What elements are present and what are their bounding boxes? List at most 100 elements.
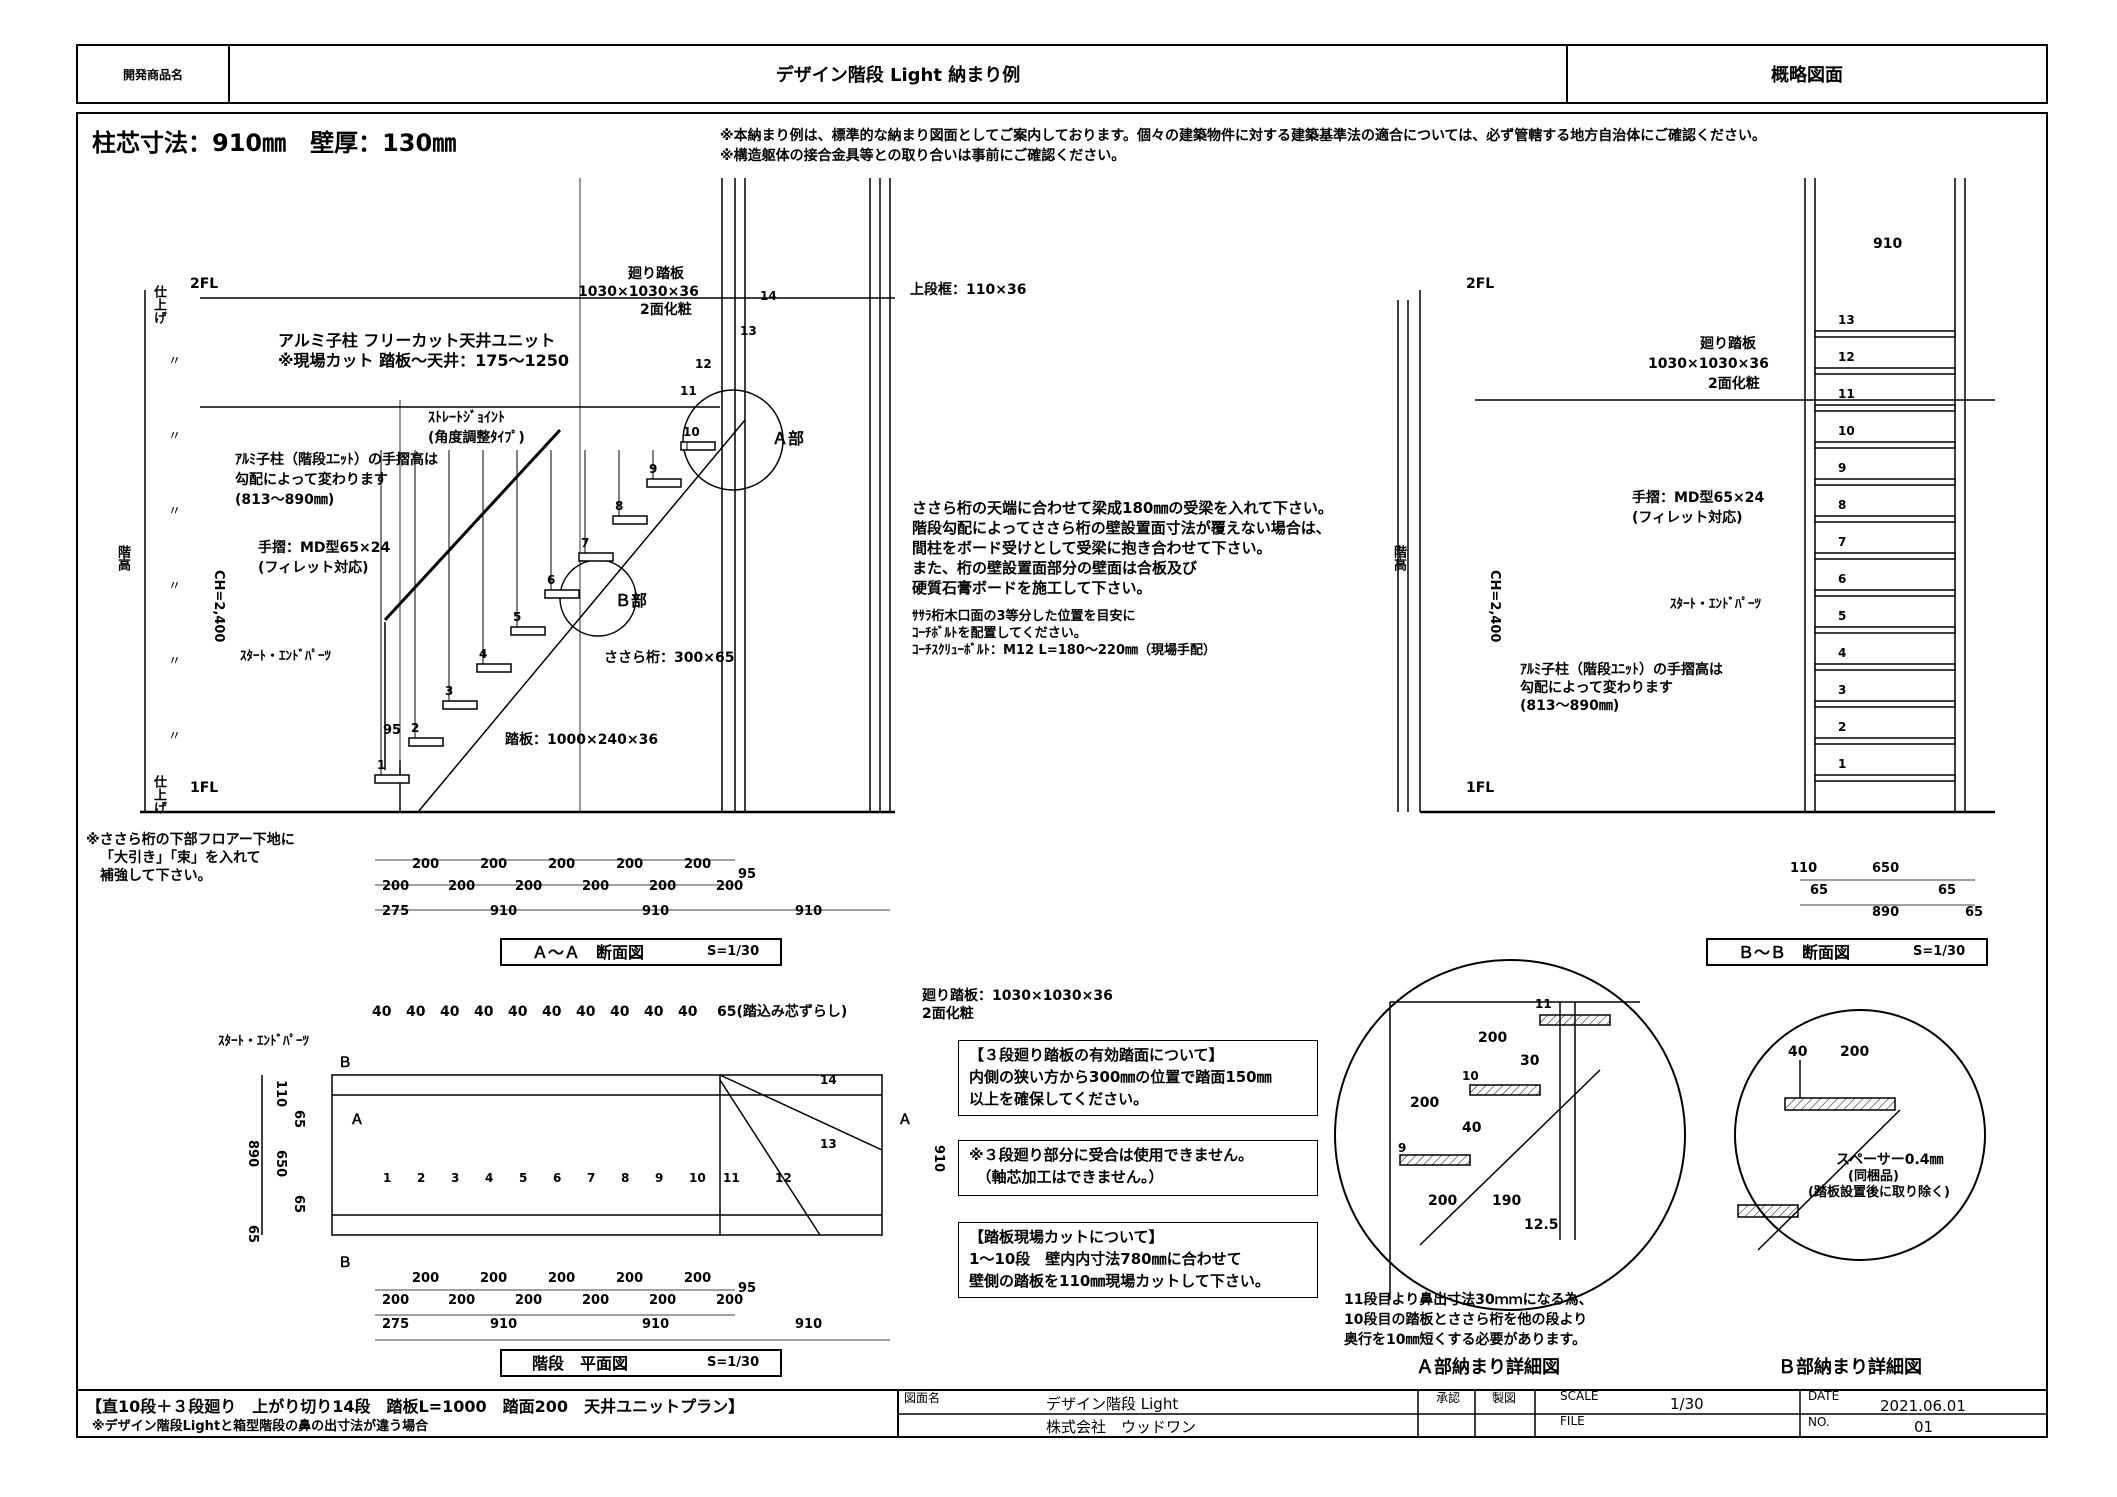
plan-winder-finish: 2面化粧: [922, 1006, 974, 1022]
plan-title-box: 階段 平面図 S=1/30: [500, 1349, 782, 1377]
aa-dim-r3-2: 910: [490, 904, 518, 919]
notice-1: ※本納まり例は、標準的な納まり図面としてご案内しております。個々の建築物件に対す…: [720, 128, 1766, 144]
plan-a-right: Ａ: [898, 1112, 912, 1128]
bb-start-end: ｽﾀｰﾄ・ｴﾝﾄﾞﾊﾟｰﾂ: [1670, 597, 1762, 612]
aa-dim-r1-1: 200: [412, 857, 440, 872]
bb-step-number: 6: [1838, 572, 1847, 586]
plan-top-dim: 40: [542, 1004, 562, 1020]
aa-baluster-note: ※現場カット 踏板～天井：175～1250: [278, 351, 570, 370]
info-2-line-1: ※３段廻り部分に受合は使用できません。: [969, 1146, 1254, 1164]
plan-side-65c: 65: [244, 1225, 260, 1244]
det-b-spacer-3: (踏板設置後に取り除く): [1808, 1185, 1950, 1200]
plan-side-910: 910: [930, 1145, 946, 1173]
plan-top-dim: 40: [610, 1004, 630, 1020]
aa-dim-r1-3: 200: [548, 857, 576, 872]
aa-title: Ａ～Ａ 断面図: [532, 943, 645, 962]
beam-note-2: 階段勾配によってささら桁の壁設置面寸法が覆えない場合は、: [912, 519, 1331, 537]
beam-note-1: ささら桁の天端に合わせて梁成180㎜の受梁を入れて下さい。: [912, 499, 1333, 517]
bb-2fl: 2FL: [1466, 276, 1495, 292]
aa-tread: 踏板：1000×240×36: [505, 732, 659, 748]
bb-tread-5: [1814, 626, 1956, 634]
plan-dim-r1-1: 200: [412, 1271, 440, 1286]
aa-mark-1: 〃: [168, 354, 182, 369]
info-1-line-1: 【３段廻り踏板の有効踏面について】: [969, 1046, 1224, 1064]
det-b-spacer-2: (同梱品): [1848, 1169, 1899, 1184]
bolt-note-3: ｺｰﾁｽｸﾘｭｰﾎﾞﾙﾄ：M12 L=180～220㎜（現場手配）: [912, 643, 1217, 658]
footer-date-value: 2021.06.01: [1880, 1397, 1966, 1415]
plan-b-bottom: Ｂ: [338, 1255, 352, 1271]
bb-step-number: 13: [1838, 313, 1855, 327]
plan-step-number: 12: [775, 1171, 792, 1185]
plan-side-890: 890: [244, 1140, 260, 1168]
plan-dim-r2-1: 200: [382, 1293, 410, 1308]
plan-step-number: 5: [519, 1171, 528, 1185]
bb-tread-2: [1814, 737, 1956, 745]
aa-step-number: 3: [445, 684, 454, 698]
aa-tread-3: [442, 700, 478, 710]
info-3-line-2: 1～10段 壁内内寸法780㎜に合わせて: [969, 1249, 1242, 1268]
det-a-note-2: 10段目の踏板とささら桁を他の段より: [1344, 1312, 1588, 1328]
plan-dim-r1-2: 200: [480, 1271, 508, 1286]
info-box-winder-restriction: ※３段廻り部分に受合は使用できません。 （軸芯加工はできません。）: [958, 1140, 1318, 1196]
aa-mark-6: 〃: [168, 729, 182, 744]
plan-step-number: 13: [820, 1137, 837, 1151]
aa-winder-finish: 2面化粧: [640, 302, 692, 318]
plan-scale: S=1/30: [707, 1355, 760, 1370]
plan-top-dim: 40: [372, 1004, 392, 1020]
plan-top-dim: 40: [644, 1004, 664, 1020]
aa-dim-r1-5: 200: [684, 857, 712, 872]
aa-1fl: 1FL: [190, 780, 219, 796]
plan-a-left: Ａ: [350, 1112, 364, 1128]
plan-top-dim: 40: [474, 1004, 494, 1020]
bb-step-number: 8: [1838, 498, 1847, 512]
title-block-header: 開発商品名 デザイン階段 Light 納まり例 概略図面: [76, 44, 2048, 104]
bb-hr-height-2: 勾配によって変わります: [1520, 680, 1673, 696]
aa-mark-5: 〃: [168, 654, 182, 669]
info-1-line-2: 内側の狭い方から300㎜の位置で踏面150㎜: [969, 1067, 1272, 1086]
aa-upper-frame: 上段框：110×36: [910, 282, 1027, 298]
bb-tread-1: [1814, 774, 1956, 782]
aa-dim-r3-1: 275: [382, 904, 410, 919]
plan-step-number: 6: [553, 1171, 562, 1185]
footer-plan-name: 【直10段＋３段廻り 上がり切り14段 踏板L=1000 踏面200 天井ユニッ…: [86, 1397, 745, 1416]
aa-start-end: ｽﾀｰﾄ・ｴﾝﾄﾞﾊﾟｰﾂ: [240, 649, 332, 664]
plan-dim-r1-3: 200: [548, 1271, 576, 1286]
bb-winder-finish: 2面化粧: [1708, 376, 1760, 392]
footer-file-label: FILE: [1560, 1414, 1585, 1428]
aa-finish-bottom: 仕上げ: [150, 775, 166, 814]
footer-approval: 承認: [1436, 1391, 1461, 1405]
aa-underfloor-2: 「大引き」「束」を入れて: [100, 850, 261, 866]
bb-step-number: 3: [1838, 683, 1847, 697]
aa-straight-joint: ｽﾄﾚｰﾄｼﾞｮｲﾝﾄ: [428, 410, 505, 426]
det-a-note-1: 11段目より鼻出寸法30ｍｍになる為、: [1344, 1292, 1593, 1308]
bb-tread-11: [1814, 404, 1956, 412]
plan-top-dim-note: 65(踏込み芯ずらし): [717, 1004, 848, 1020]
plan-step-number: 3: [451, 1171, 460, 1185]
bb-tread-4: [1814, 663, 1956, 671]
aa-underfloor-3: 補強して下さい。: [100, 868, 212, 884]
footer-date-label: DATE: [1808, 1389, 1840, 1403]
aa-tread-10: [680, 441, 716, 451]
det-b-dim-200: 200: [1840, 1044, 1870, 1060]
plan-step-number: 14: [820, 1073, 837, 1087]
bolt-note-1: ｻｻﾗ桁木口面の3等分した位置を目安に: [912, 609, 1136, 624]
bb-step-number: 5: [1838, 609, 1847, 623]
det-a-dim-40: 40: [1462, 1120, 1482, 1136]
drawing-frame: [76, 112, 2048, 1438]
plan-step-number: 4: [485, 1171, 494, 1185]
det-a-title: Ａ部納まり詳細図: [1416, 1357, 1560, 1378]
plan-dim-r1-4: 200: [616, 1271, 644, 1286]
aa-tread-2: [408, 737, 444, 747]
plan-top-dim: 40: [406, 1004, 426, 1020]
aa-handrail-1: 手摺：MD型65×24: [258, 540, 391, 556]
info-box-winder-tread: 【３段廻り踏板の有効踏面について】 内側の狭い方から300㎜の位置で踏面150㎜…: [958, 1040, 1318, 1116]
aa-dim-r2-6: 200: [716, 879, 744, 894]
footer-scale-value: 1/30: [1670, 1395, 1704, 1413]
drawing-title: デザイン階段 Light 納まり例: [230, 46, 1568, 102]
aa-step-number: 5: [513, 610, 522, 624]
det-b-dim-40: 40: [1788, 1044, 1808, 1060]
aa-dim-95: 95: [383, 723, 402, 738]
plan-step-number: 11: [723, 1171, 740, 1185]
bb-top-dim: 910: [1873, 236, 1903, 252]
